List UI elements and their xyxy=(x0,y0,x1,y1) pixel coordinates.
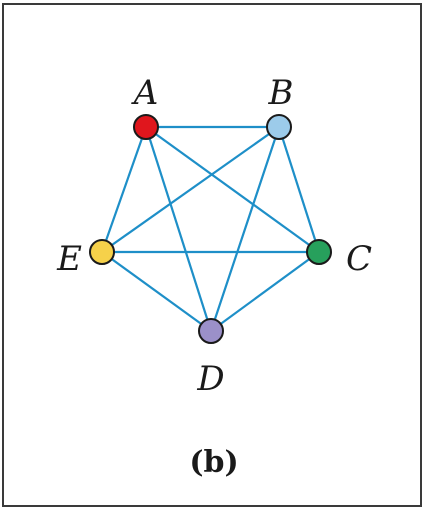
node-label-e: E xyxy=(56,239,82,279)
node-label-a: A xyxy=(131,73,159,113)
edge-a-d xyxy=(144,126,213,332)
node-label-d: D xyxy=(196,359,224,399)
edge-b-d xyxy=(209,126,281,332)
node-d xyxy=(198,318,224,344)
edge-a-e xyxy=(100,126,148,253)
node-c xyxy=(306,239,332,265)
labels-layer: A B C D E xyxy=(56,73,372,399)
node-a xyxy=(133,114,159,140)
edge-a-c xyxy=(145,126,320,253)
edge-b-e xyxy=(101,126,280,253)
node-label-c: C xyxy=(346,239,372,279)
figure-frame xyxy=(2,3,422,507)
nodes-layer xyxy=(89,114,332,344)
node-b xyxy=(266,114,292,140)
edge-c-d xyxy=(210,251,320,332)
edge-d-e xyxy=(101,251,212,332)
node-e xyxy=(89,239,115,265)
edge-b-c xyxy=(277,126,321,253)
figure-caption: (b) xyxy=(189,445,238,480)
node-label-b: B xyxy=(268,73,294,113)
edges-layer xyxy=(100,125,321,332)
